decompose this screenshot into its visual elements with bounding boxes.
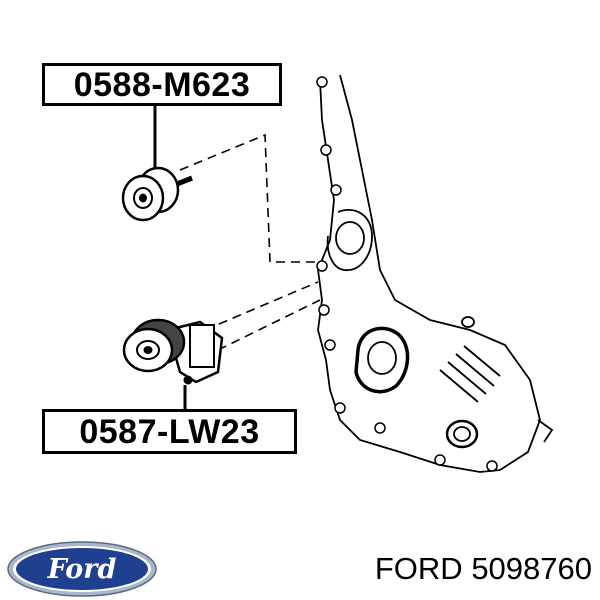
cover-hatching [439, 345, 501, 403]
cover-bolt [318, 304, 330, 316]
engine-front-cover [317, 74, 554, 473]
cover-bolts [316, 76, 498, 472]
tensioner-bracket [189, 324, 215, 368]
cover-seal-ring [354, 326, 410, 394]
cover-seal-bore [367, 341, 397, 375]
cover-bolt [316, 76, 328, 88]
cover-top-tab [461, 316, 475, 328]
cover-bolt [486, 460, 498, 472]
dashed-guide-mid-2 [217, 299, 321, 351]
cover-lower-port [445, 419, 479, 449]
cover-bolt [374, 422, 386, 434]
cover-bolt [316, 260, 328, 272]
cover-outline-right [339, 74, 541, 471]
dashed-guides [179, 133, 321, 351]
logo-fill [16, 548, 148, 590]
dashed-guide-top [179, 133, 320, 263]
cover-bolt [434, 454, 446, 466]
part-label-top: 0588-M623 [42, 63, 282, 106]
cover-right-tab [537, 419, 554, 443]
tensioner-pulley-center [143, 346, 153, 354]
idler-pulley-center [139, 193, 147, 203]
leader-lines [153, 106, 187, 409]
cover-upper-boss [335, 221, 365, 255]
cover-upper-bulge [326, 209, 373, 271]
cover-outline-left [317, 79, 501, 473]
cover-bolt [334, 402, 346, 414]
dashed-guide-mid-1 [204, 281, 319, 331]
belt-tensioner [122, 318, 224, 385]
cover-bolt [330, 184, 342, 196]
caption-brand: FORD [374, 551, 463, 586]
cover-bolt [324, 339, 336, 351]
logo-script: Ford [47, 554, 117, 585]
cover-bolt [320, 144, 332, 156]
idler-pulley [121, 166, 193, 222]
tensioner-bolt [183, 375, 193, 385]
ford-oval-logo: Ford [7, 541, 157, 597]
caption: FORD 5098760 [375, 553, 592, 584]
cover-lower-port-inner [453, 426, 471, 442]
part-label-bottom: 0587-LW23 [42, 409, 297, 454]
caption-part-number: 5098760 [471, 551, 592, 586]
